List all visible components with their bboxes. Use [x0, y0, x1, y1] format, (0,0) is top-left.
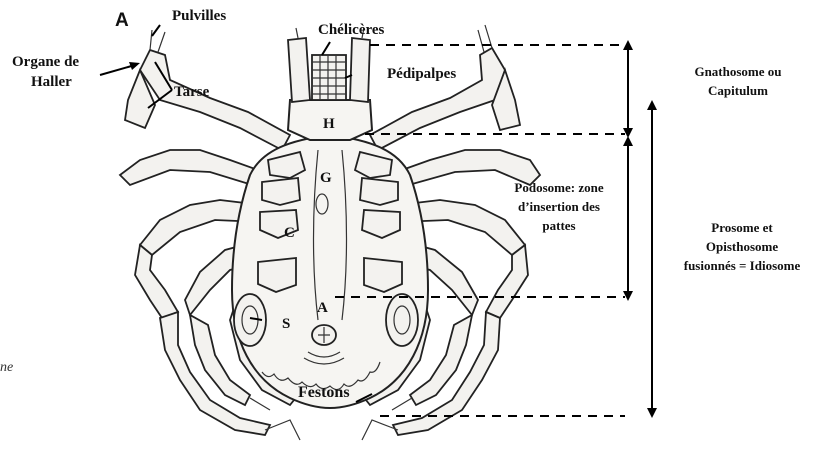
label-h: H — [323, 116, 335, 133]
region-gnathosome-line2: Capitulum — [668, 81, 808, 100]
idiosome-arrow — [647, 100, 657, 418]
region-podosome: Podosome: zone d’insertion des pattes — [494, 178, 624, 235]
region-idiosome-line3: fusionnés = Idiosome — [662, 256, 822, 275]
label-festons: Festons — [298, 384, 350, 401]
label-organe-de-haller-line2: Haller — [31, 74, 72, 91]
cropped-caption-fragment: ne — [0, 360, 13, 376]
panel-letter: A — [115, 12, 129, 29]
label-a: A — [317, 300, 328, 317]
region-podosome-line1: Podosome: zone — [494, 178, 624, 197]
label-c: C — [284, 225, 295, 242]
label-g: G — [320, 170, 332, 187]
region-podosome-line3: pattes — [494, 216, 624, 235]
gnathosome-arrow — [623, 40, 633, 138]
region-gnathosome: Gnathosome ou Capitulum — [668, 62, 808, 100]
pedipalp-left — [288, 38, 310, 102]
spiracle-right — [386, 294, 418, 346]
region-idiosome: Prosome et Opisthosome fusionnés = Idios… — [662, 218, 822, 275]
label-cheliceres: Chélicères — [318, 22, 384, 39]
region-idiosome-line2: Opisthosome — [662, 237, 822, 256]
label-pedipalpes: Pédipalpes — [387, 66, 456, 83]
region-gnathosome-line1: Gnathosome ou — [668, 62, 808, 81]
pedipalp-right — [350, 38, 370, 102]
label-tarse: Tarse — [174, 84, 209, 101]
label-s: S — [282, 316, 290, 333]
region-podosome-line2: d’insertion des — [494, 197, 624, 216]
region-idiosome-line1: Prosome et — [662, 218, 822, 237]
label-organe-de-haller-line1: Organe de — [12, 54, 79, 71]
podosome-arrow — [623, 136, 633, 301]
label-pulvilles: Pulvilles — [172, 8, 226, 25]
